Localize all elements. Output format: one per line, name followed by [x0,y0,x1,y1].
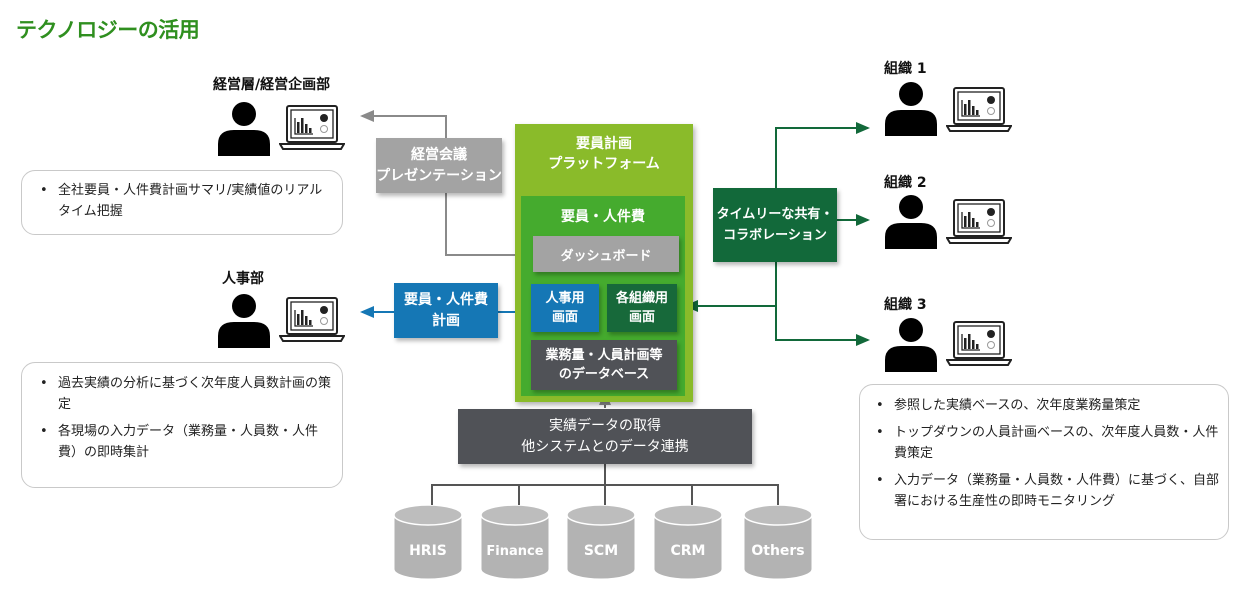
system-label: Finance [486,544,543,559]
org2-label: 組織 2 [884,175,927,191]
cost-module: 要員・人件費 ダッシュボード 人事用 画面 各組織用 画面 業務量・人員計画等 … [521,196,685,396]
system-others-cylinder: Others [743,505,813,580]
laptop-dashboard-icon [279,105,345,150]
person-icon [885,195,937,249]
hr-screen-box[interactable]: 人事用 画面 [531,284,599,332]
system-finance-cylinder: Finance [480,505,550,580]
executive-label: 経営層/経営企画部 [213,77,331,93]
page-title: テクノロジーの活用 [16,18,200,42]
person-icon [218,102,270,156]
note-item: 入力データ（業務量・人員数・人件費）に基づく、自部署における生産性の即時モニタリ… [868,470,1220,512]
presentation-box: 経営会議 プレゼンテーション [376,138,502,193]
system-label: CRM [671,543,706,559]
database-box: 業務量・人員計画等 のデータベース [531,340,677,390]
person-icon [885,318,937,372]
arrow-collab-to-org1 [775,122,870,188]
note-item: トップダウンの人員計画ベースの、次年度人員数・人件費策定 [868,422,1220,464]
note-item: 参照した実績ベースの、次年度業務量策定 [868,395,1220,416]
system-label: SCM [584,543,618,559]
system-crm-cylinder: CRM [653,505,723,580]
system-label: HRIS [409,543,447,559]
platform-title: 要員計画 プラットフォーム [548,136,660,172]
person-icon [885,82,937,136]
laptop-dashboard-icon [946,321,1012,366]
cost-module-title: 要員・人件費 [561,209,645,225]
arrow-collab-to-org3 [775,262,870,346]
system-label: Others [751,543,804,559]
source-systems: HRIS Finance SCM CRM Others [393,505,813,580]
hr-plan-box: 要員・人件費 計画 [394,283,498,338]
system-hris-cylinder: HRIS [393,505,463,580]
laptop-dashboard-icon [279,297,345,342]
laptop-dashboard-icon [946,199,1012,244]
org1-label: 組織 1 [884,61,927,77]
line-dashboard-to-presentation [445,190,534,256]
system-scm-cylinder: SCM [566,505,636,580]
laptop-dashboard-icon [946,87,1012,132]
line-systems-bus [431,484,779,512]
note-item: 過去実績の分析に基づく次年度人員数計画の策定 [32,373,332,415]
dashboard-box[interactable]: ダッシュボード [533,236,679,272]
planning-platform: 要員計画 プラットフォーム 要員・人件費 ダッシュボード 人事用 画面 各組織用… [515,124,693,402]
org-screen-box[interactable]: 各組織用 画面 [607,284,677,332]
executive-note: 全社要員・人件費計画サマリ/実績値のリアルタイム把握 [21,170,343,235]
hr-label: 人事部 [222,271,264,287]
org-note: 参照した実績ベースの、次年度業務量策定 トップダウンの人員計画ベースの、次年度人… [859,384,1229,540]
collaboration-box: タイムリーな共有・ コラボレーション [713,188,837,262]
data-integration-box: 実績データの取得 他システムとのデータ連携 [458,409,752,464]
hr-note: 過去実績の分析に基づく次年度人員数計画の策定 各現場の入力データ（業務量・人員数… [21,362,343,488]
note-item: 全社要員・人件費計画サマリ/実績値のリアルタイム把握 [32,180,332,222]
note-item: 各現場の入力データ（業務量・人員数・人件費）の即時集計 [32,421,332,463]
person-icon [218,294,270,348]
org3-label: 組織 3 [884,297,927,313]
